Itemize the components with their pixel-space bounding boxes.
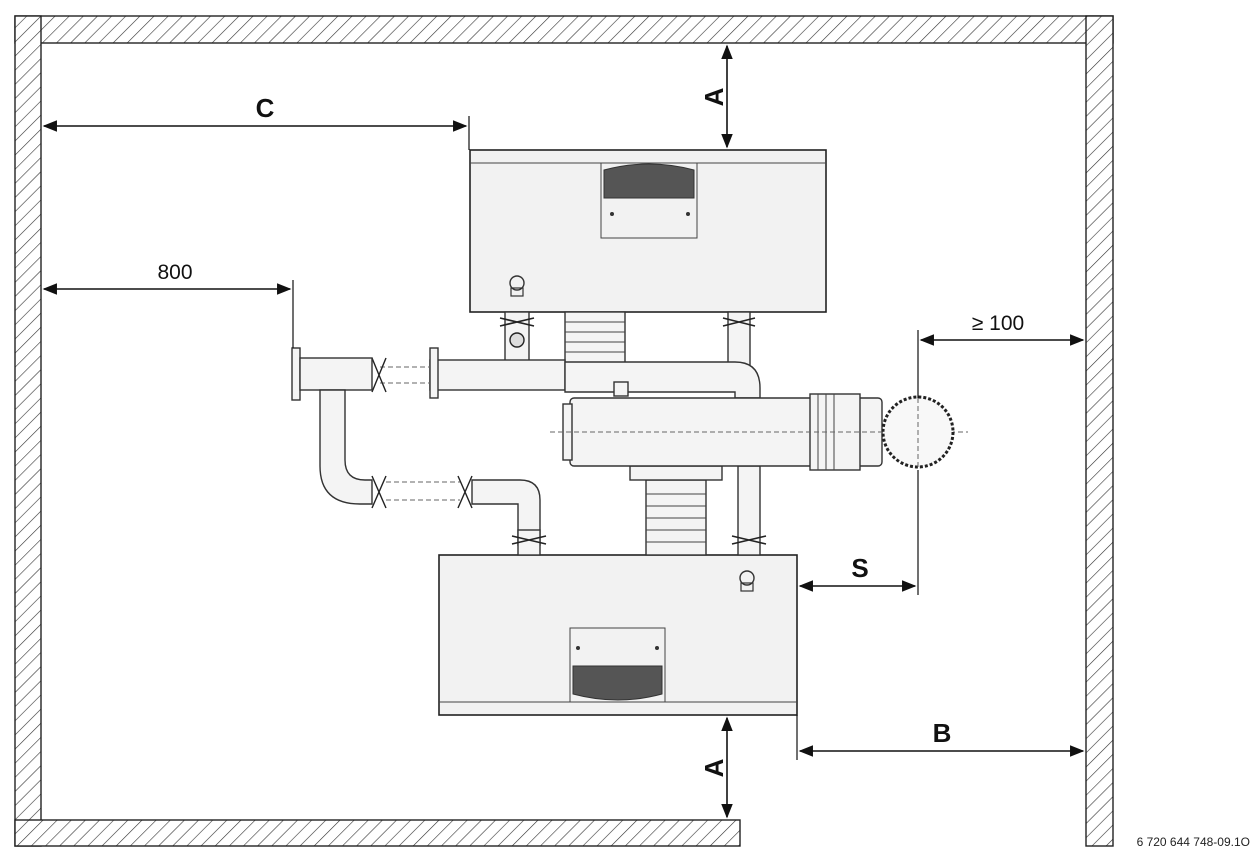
- label-800: 800: [157, 261, 192, 284]
- label-a-bottom: A: [699, 758, 729, 777]
- pipework: [291, 311, 968, 556]
- label-s: S: [851, 553, 868, 583]
- dimension-labels: A A C B S 800 ≥ 100 6 720 644 748-09.1O: [157, 87, 1250, 849]
- wall-right: [1085, 15, 1114, 847]
- upper-boiler: [469, 149, 827, 313]
- dimension-lines: [42, 44, 1085, 819]
- room-walls: [14, 15, 1114, 847]
- wall-left: [14, 15, 42, 847]
- label-100: ≥ 100: [972, 312, 1024, 335]
- label-c: C: [256, 93, 275, 123]
- label-a-top: A: [699, 87, 729, 106]
- label-b: B: [933, 718, 952, 748]
- wall-bottom: [14, 819, 741, 847]
- reference-code: 6 720 644 748-09.1O: [1137, 835, 1250, 849]
- wall-top: [14, 15, 1114, 44]
- lower-boiler: [438, 554, 798, 716]
